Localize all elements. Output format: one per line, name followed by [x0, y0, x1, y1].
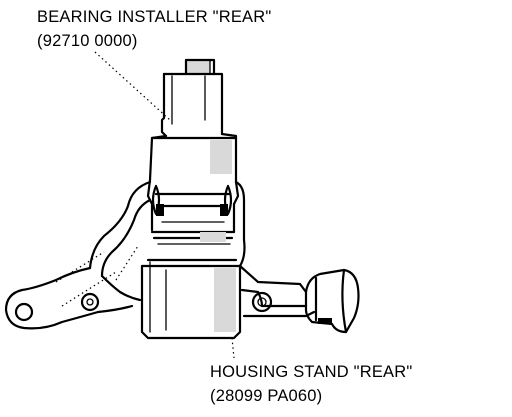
housing-stand-label: HOUSING STAND "REAR" [210, 363, 412, 381]
housing-stand-part-number: (28099 PA060) [210, 387, 322, 405]
bearing-installer-label: BEARING INSTALLER "REAR" [37, 8, 271, 26]
installer-leader-line [94, 51, 171, 121]
bearing [146, 178, 240, 245]
housing-stand [140, 258, 242, 340]
right-clamp [304, 268, 360, 334]
bearing-installer [148, 58, 238, 184]
stand-leader-line [231, 337, 235, 359]
bearing-installer-part-number: (92710 0000) [37, 32, 138, 50]
housing [4, 180, 316, 330]
